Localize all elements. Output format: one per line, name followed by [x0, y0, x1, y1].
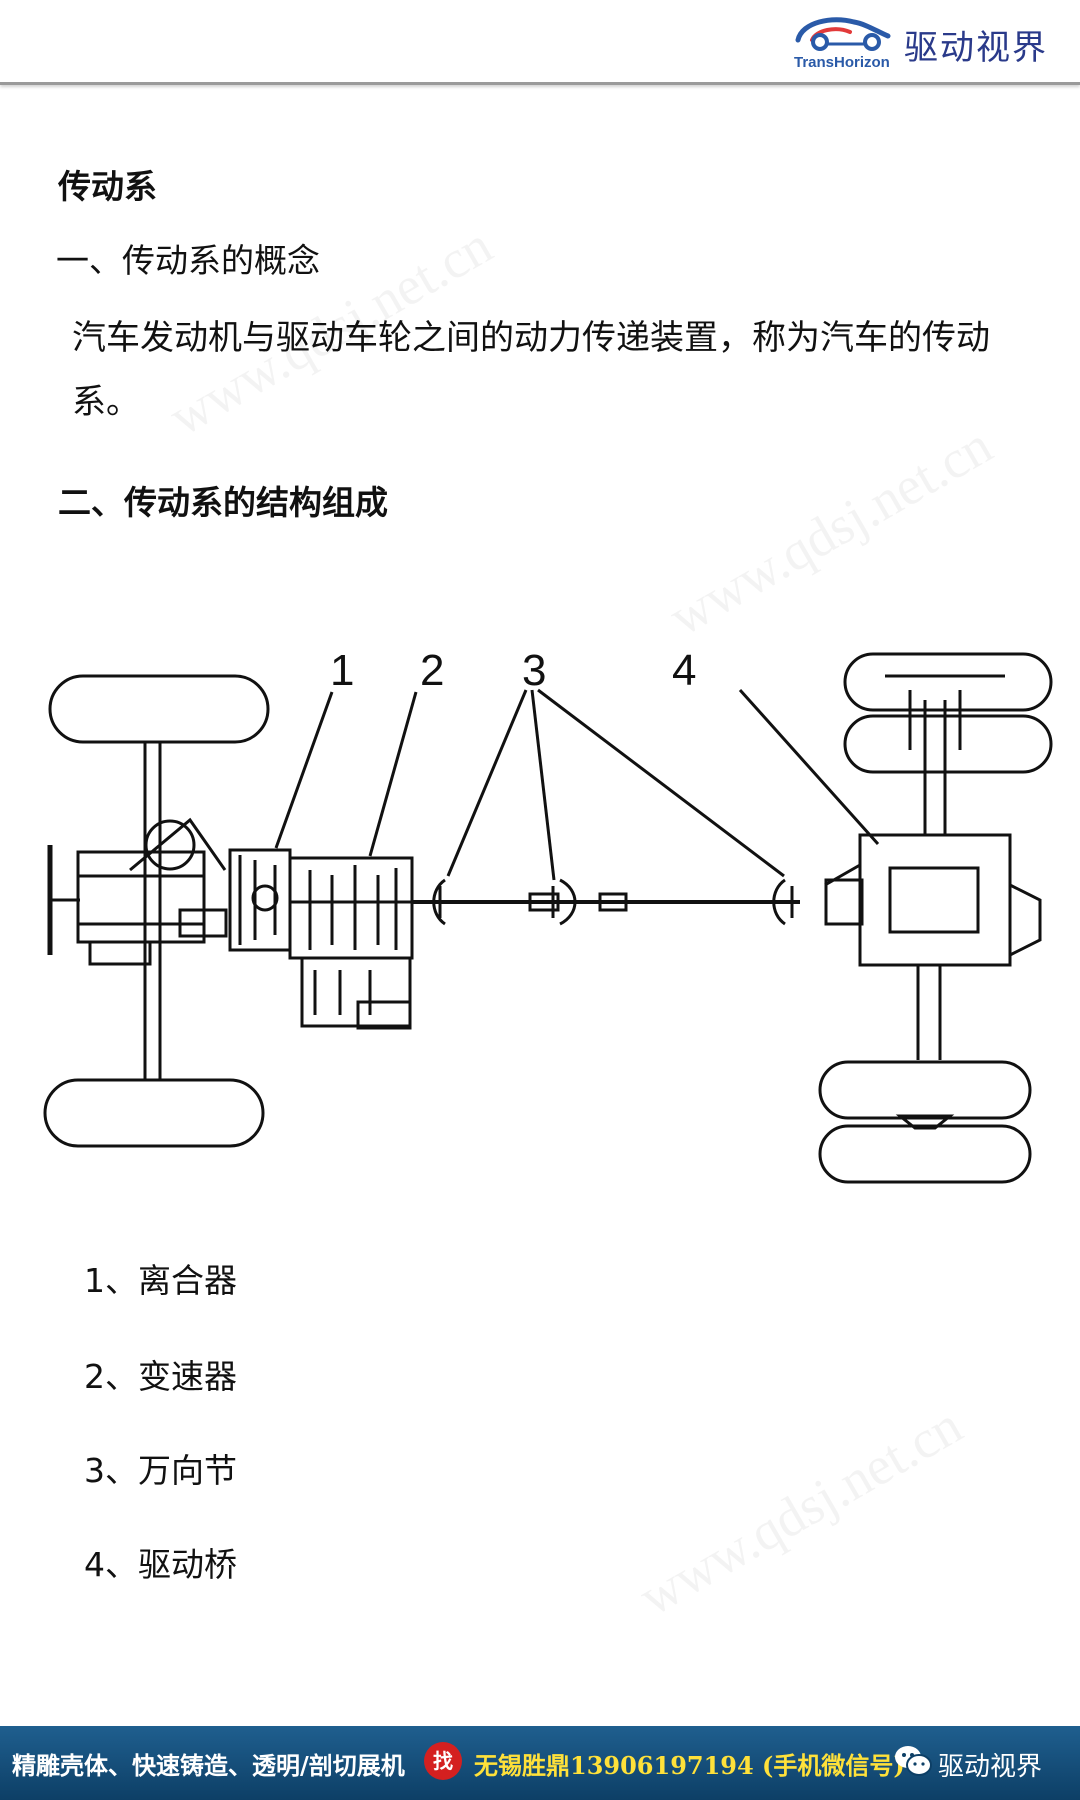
diagram-label-4: 4: [672, 646, 696, 695]
rear-left-wheel-inner: [843, 714, 1053, 774]
footer-ad-text: 精雕壳体、快速铸造、透明/剖切展机: [12, 1751, 405, 1780]
universal-joint-3: [772, 878, 786, 926]
diagram-label-3: 3: [522, 646, 546, 695]
list-item: 3、万向节: [84, 1451, 237, 1490]
watermark-text: www.qdsj.net.cn: [629, 1394, 973, 1628]
find-badge: 找: [424, 1742, 462, 1780]
wechat-icon: [895, 1746, 932, 1776]
diagram-label-2: 2: [420, 646, 444, 695]
concept-paragraph: 汽车发动机与驱动车轮之间的动力传递装置，称为汽车的传动系。: [72, 318, 990, 422]
rear-right-wheel-outer: [818, 1060, 1032, 1120]
list-item: 1、离合器: [84, 1261, 237, 1300]
rear-left-wheel-outer: [843, 652, 1053, 712]
header-bar: 驱动视界 TransHorizon: [0, 0, 1080, 85]
universal-joint-2: [559, 878, 577, 926]
footer-ad-banner[interactable]: 精雕壳体、快速铸造、透明/剖切展机 找 无锡胜鼎13906197194 (手机微…: [0, 1726, 1080, 1800]
list-item: 2、变速器: [84, 1357, 237, 1396]
universal-joint-1: [432, 878, 446, 926]
brand-logo: 驱动视界 TransHorizon: [792, 10, 1052, 76]
front-left-wheel: [48, 674, 270, 744]
list-item: 4、驱动桥: [84, 1545, 237, 1584]
rear-right-wheel-inner: [818, 1124, 1032, 1184]
differential-housing: [858, 833, 1012, 967]
gearbox: [288, 856, 414, 960]
watermark-text: www.qdsj.net.cn: [659, 414, 1003, 648]
footer-brand-name: 驱动视界: [938, 1752, 1043, 1782]
diagram-label-1: 1: [330, 646, 354, 695]
section-heading-structure: 二、传动系的结构组成: [58, 483, 388, 522]
front-right-wheel: [43, 1078, 265, 1148]
brand-name-en: TransHorizon: [794, 54, 890, 71]
car-swirl-icon: [795, 17, 891, 51]
brand-name-cn: 驱动视界: [904, 28, 1048, 68]
drivetrain-diagram: 1 2 3 4: [43, 646, 1053, 1184]
section-heading-concept: 一、传动系的概念: [56, 241, 320, 280]
footer-contact-text: 无锡胜鼎13906197194 (手机微信号): [474, 1751, 905, 1780]
page-title: 传动系: [58, 167, 157, 206]
